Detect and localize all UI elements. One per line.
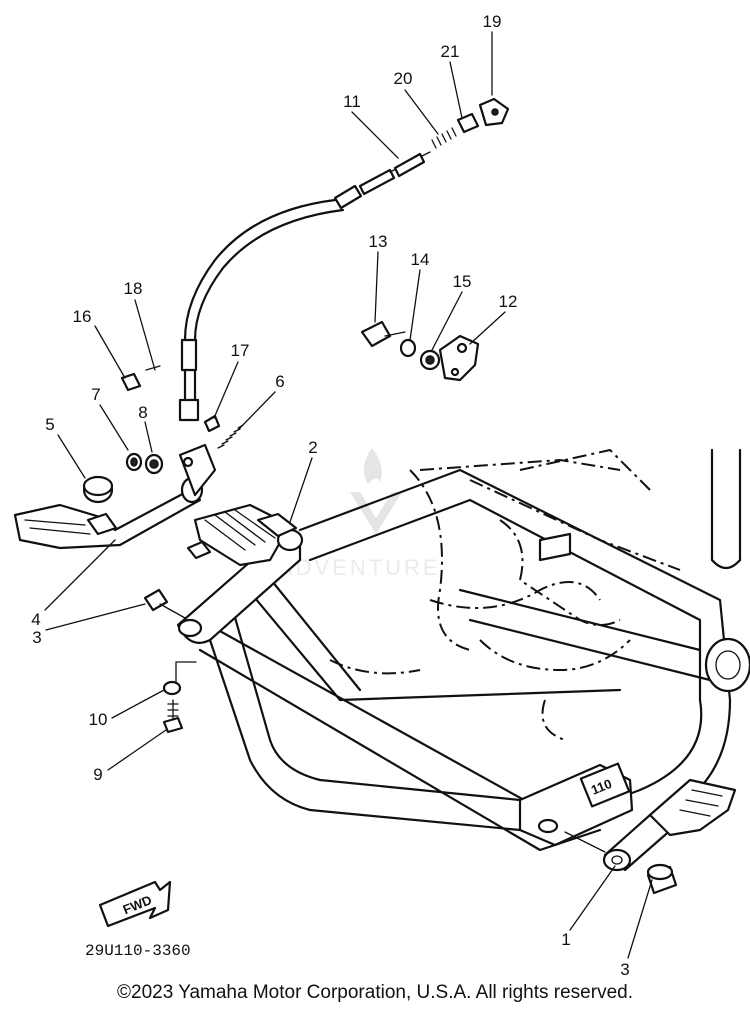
callout-21: 21 — [441, 42, 460, 61]
callout-7: 7 — [91, 385, 100, 404]
forward-arrow-icon: FWD — [98, 880, 172, 928]
callout-16: 16 — [73, 307, 92, 326]
leader-lines — [44, 31, 653, 959]
callout-18: 18 — [124, 279, 143, 298]
callout-9: 9 — [93, 765, 102, 784]
mounting-bolts — [143, 588, 197, 734]
brake-cable — [178, 97, 510, 422]
callout-14: 14 — [411, 250, 430, 269]
callout-6: 6 — [275, 372, 284, 391]
callout-3-left: 3 — [32, 628, 41, 647]
callout-11: 11 — [343, 92, 361, 111]
callout-12: 12 — [499, 292, 518, 311]
svg-text:110: 110 — [589, 776, 614, 798]
frame-tubes — [198, 448, 750, 852]
callout-17: 17 — [231, 341, 250, 360]
brake-pedal — [13, 443, 217, 550]
callout-20: 20 — [394, 69, 413, 88]
callout-19: 19 — [483, 12, 502, 31]
drawing-code: 29U110-3360 — [85, 942, 191, 960]
left-footrest-bracket — [176, 503, 304, 644]
copyright-notice: ©2023 Yamaha Motor Corporation, U.S.A. A… — [117, 982, 633, 1003]
callout-labels: 19 21 20 11 13 14 15 12 18 16 17 6 7 8 5… — [31, 12, 629, 979]
callout-5: 5 — [45, 415, 54, 434]
callout-8: 8 — [138, 403, 147, 422]
callout-3-right: 3 — [620, 960, 629, 979]
callout-1: 1 — [561, 930, 570, 949]
pedal-small-parts — [82, 365, 244, 504]
callout-2: 2 — [308, 438, 317, 457]
callout-10: 10 — [89, 710, 108, 729]
brake-arm-parts — [360, 320, 480, 382]
callout-15-upper: 15 — [453, 272, 472, 291]
callout-4: 4 — [31, 610, 40, 629]
right-footrest-assembly: 110 — [518, 762, 737, 895]
callout-13: 13 — [369, 232, 388, 251]
